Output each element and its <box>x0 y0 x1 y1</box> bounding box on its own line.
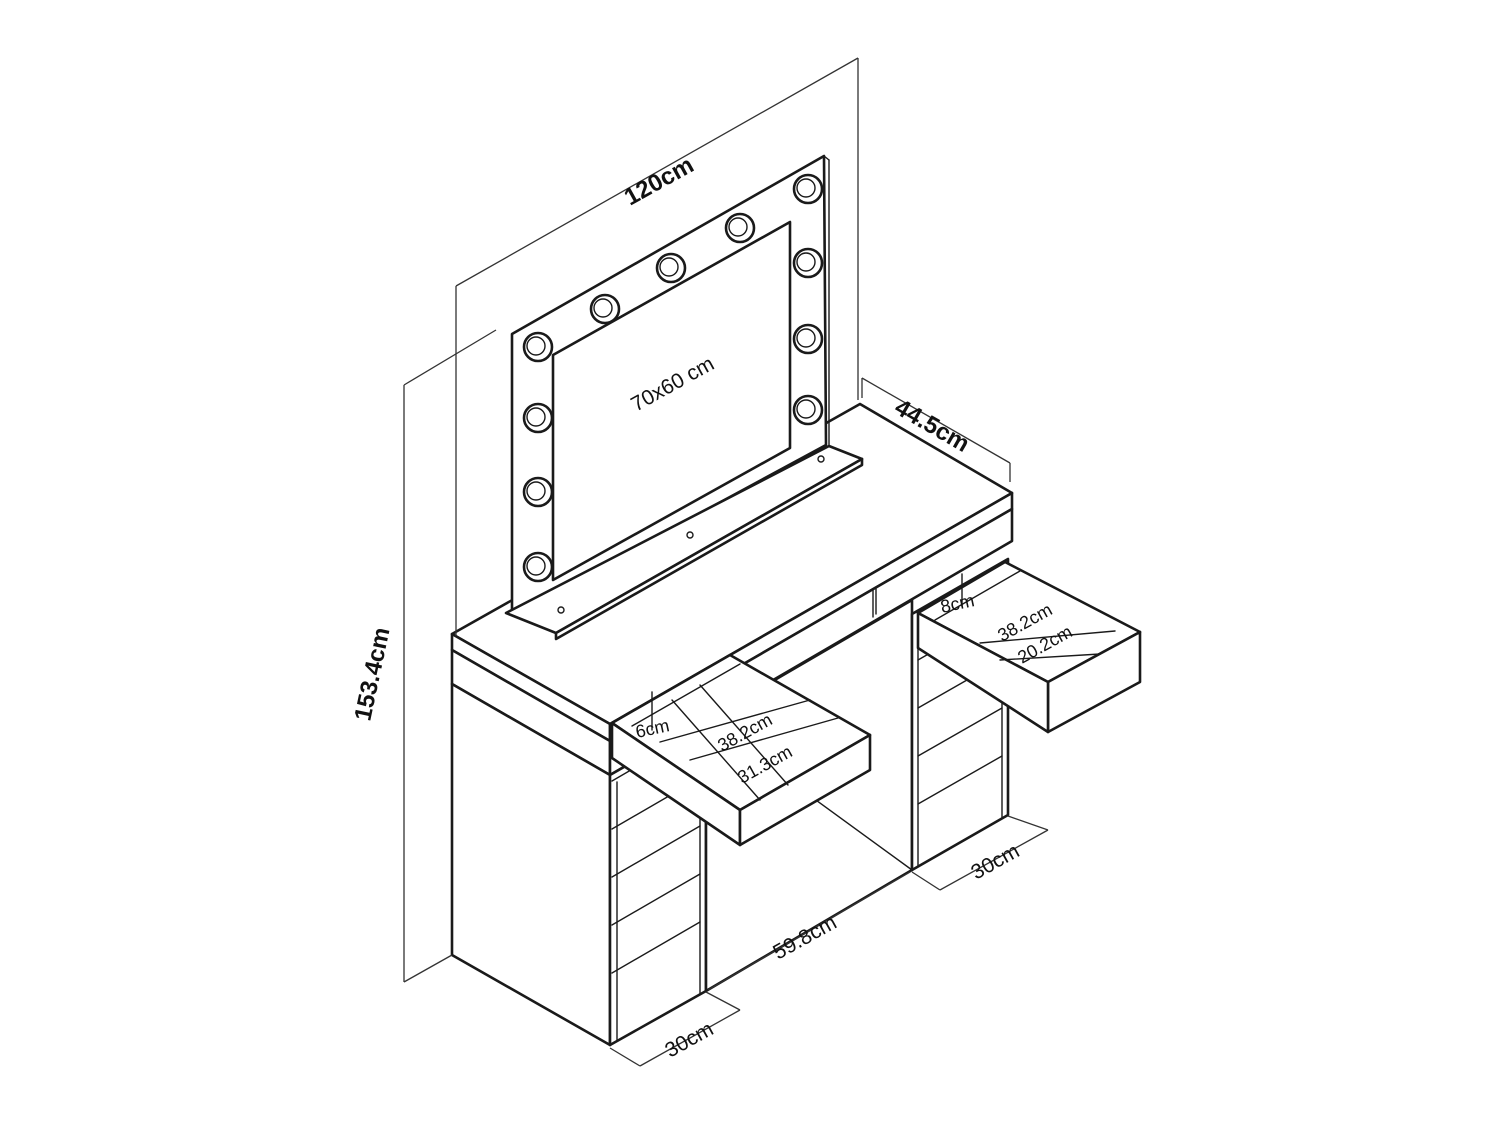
label-right-cabinet-width: 30cm <box>967 839 1023 884</box>
bulb-inner <box>593 298 613 318</box>
bulb-inner <box>526 481 546 501</box>
mirror <box>504 154 864 641</box>
bulb-inner <box>796 328 816 348</box>
side-drawer-open <box>916 560 1142 734</box>
center-drawer-open <box>610 653 872 847</box>
bulb-inner <box>796 399 816 419</box>
bulb-inner <box>728 217 748 237</box>
bulb-inner <box>796 252 816 272</box>
bulb-inner <box>526 407 546 427</box>
dimension-lines <box>403 57 1049 1067</box>
bulb-inner <box>659 257 679 277</box>
label-width: 120cm <box>620 151 698 211</box>
mirror-bulbs <box>522 173 824 583</box>
bulb-inner <box>526 556 546 576</box>
bulb-inner <box>796 178 816 198</box>
label-height: 153.4cm <box>349 625 395 723</box>
label-left-cabinet-width: 30cm <box>661 1017 717 1062</box>
mirror-glass <box>551 220 792 582</box>
bulb-inner <box>526 336 546 356</box>
